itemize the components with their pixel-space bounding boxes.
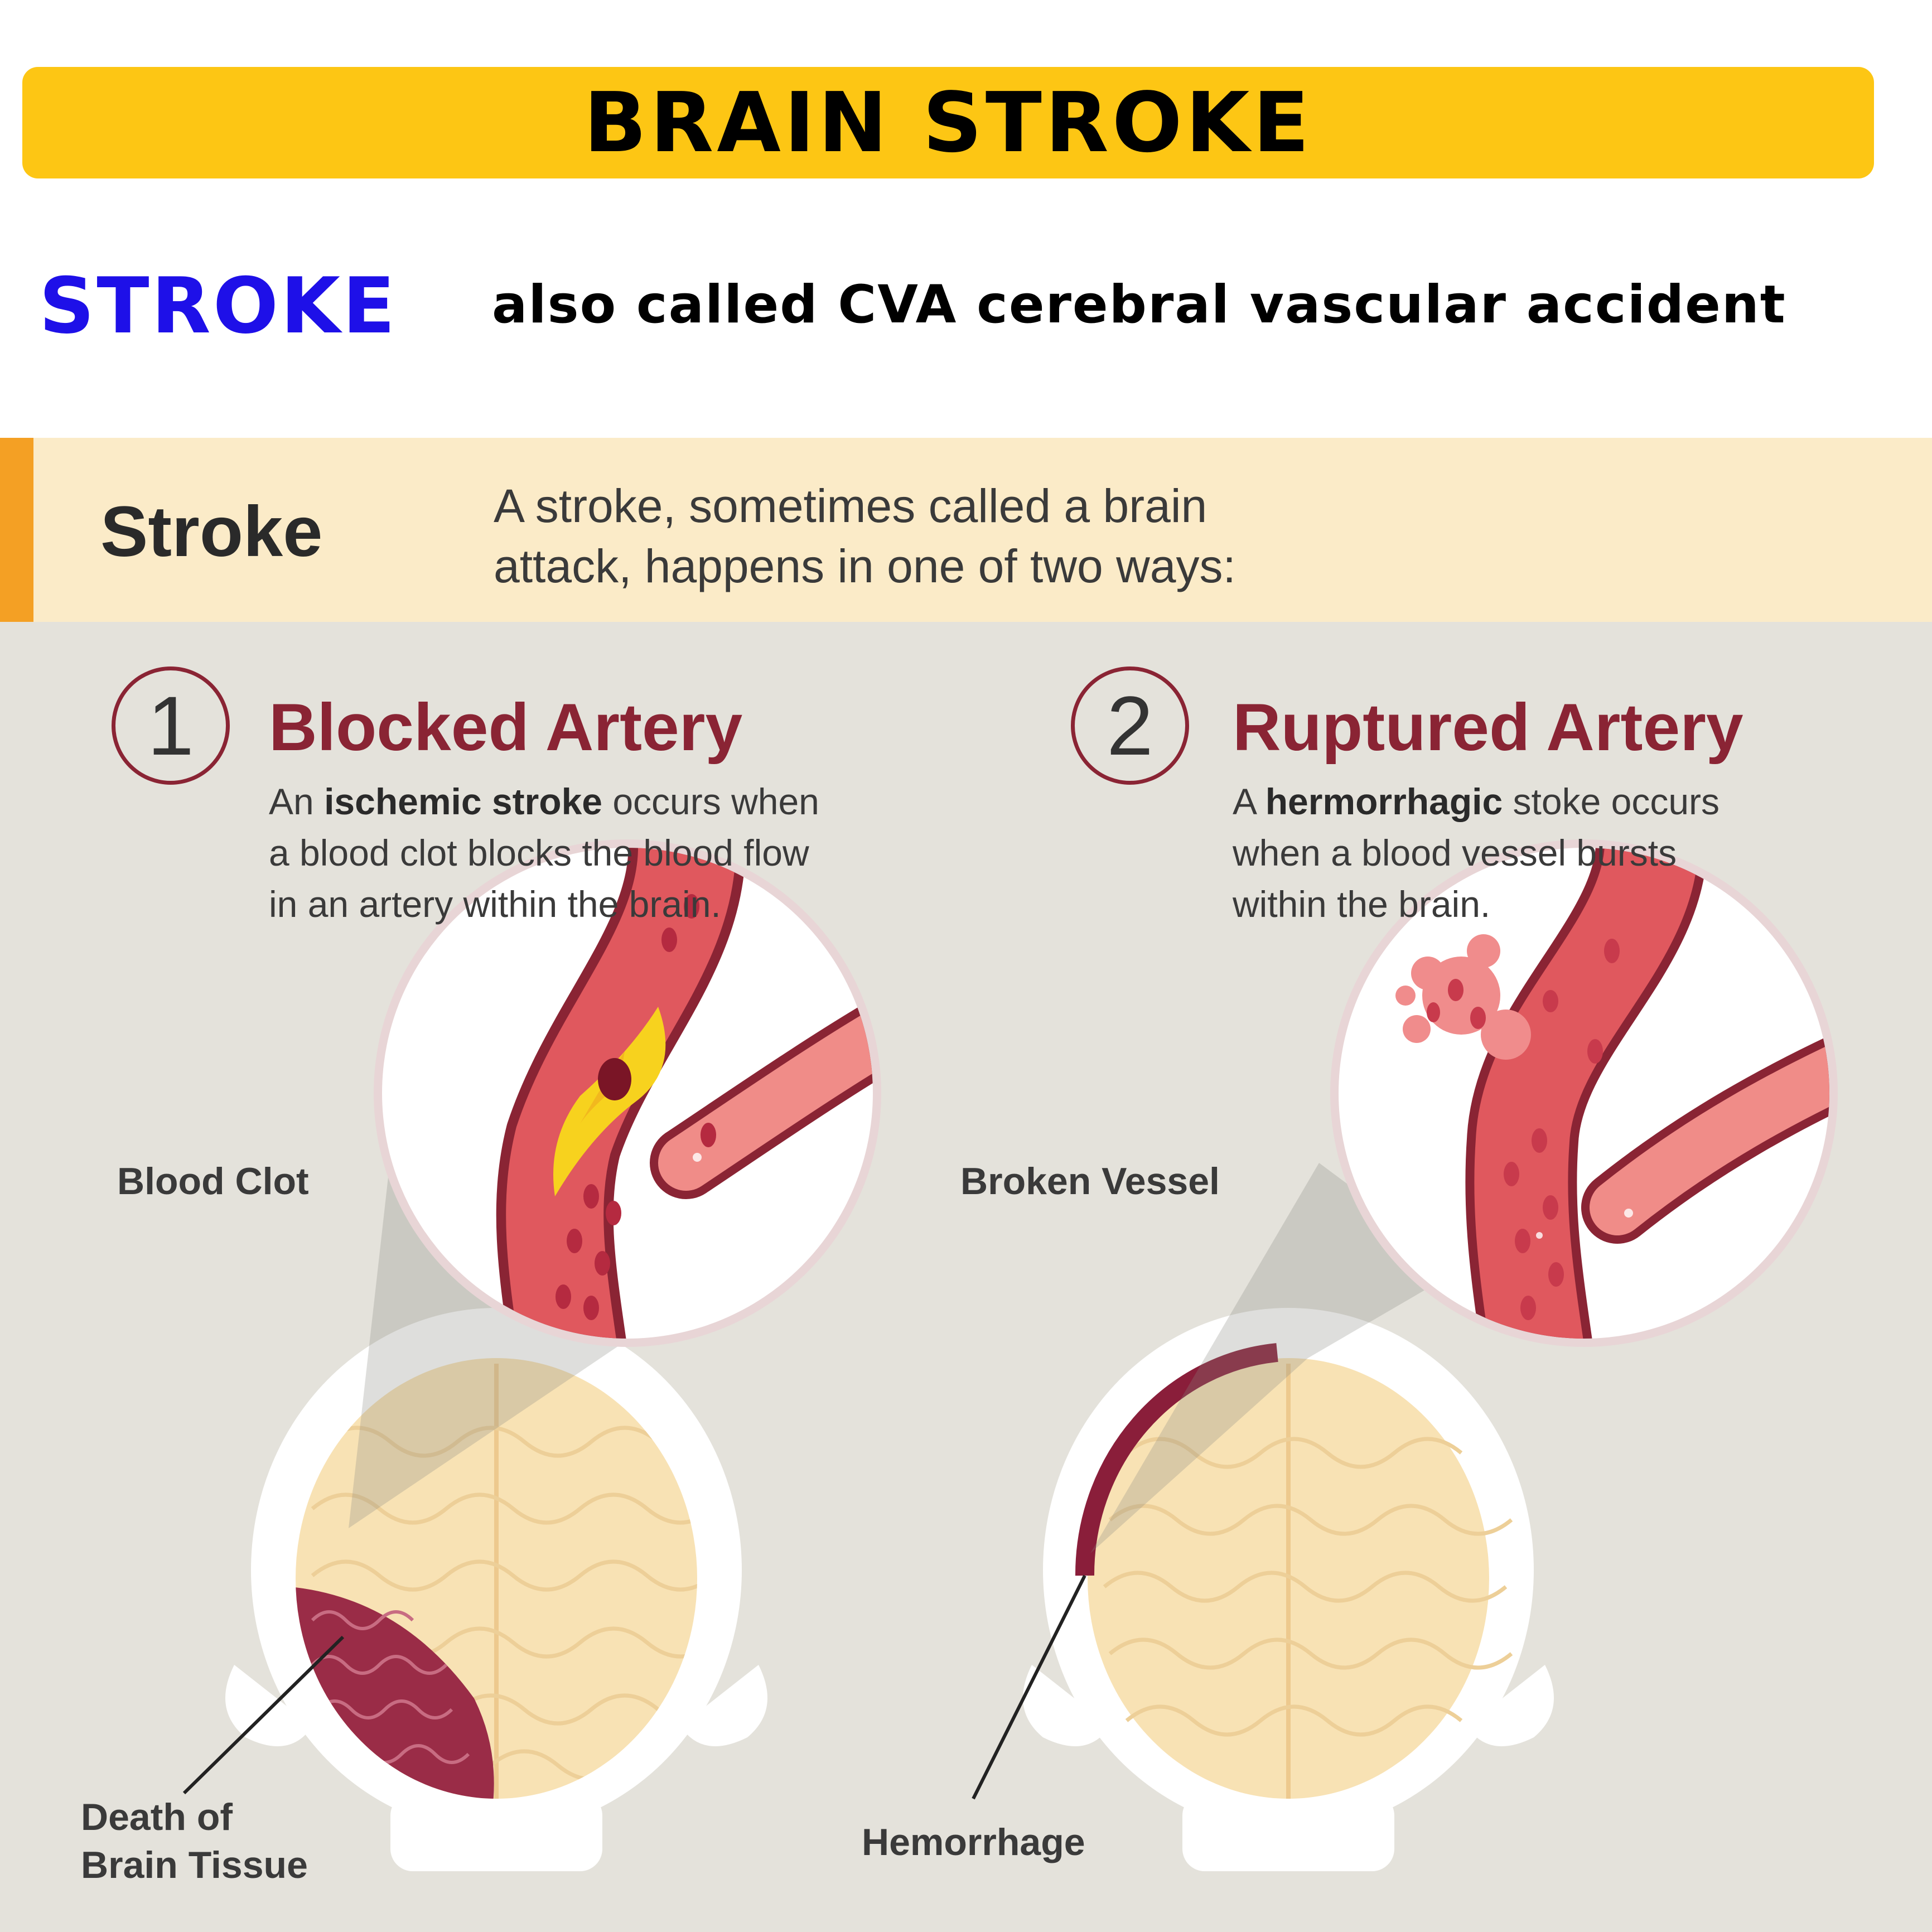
desc-post: occurs when: [602, 781, 819, 822]
term-label: STROKE: [39, 261, 398, 351]
desc-line-2: when a blood vessel bursts: [1233, 832, 1677, 873]
infographic-panel: Stroke A stroke, sometimes called a brai…: [0, 438, 1932, 1932]
type-title-blocked-artery: Blocked Artery: [269, 690, 743, 765]
intro-band: Stroke A stroke, sometimes called a brai…: [0, 438, 1932, 622]
broken-vessel-zoom: [1395, 848, 1829, 1339]
intro-text: A stroke, sometimes called a brain attac…: [494, 476, 1776, 596]
type-desc-hemorrhagic: A hermorrhagic stoke occurs when a blood…: [1233, 776, 1919, 930]
ruptured-artery-illustration: [1023, 839, 1838, 1871]
intro-title: Stroke: [100, 492, 323, 572]
desc-post: stoke occurs: [1503, 781, 1720, 822]
intro-text-line-2: attack, happens in one of two ways:: [494, 540, 1236, 592]
type-desc-ischemic: An ischemic stroke occurs when a blood c…: [269, 776, 1050, 930]
blood-clot-zoom: [496, 848, 873, 1339]
label-line-1: Death of: [81, 1796, 233, 1838]
desc-line-3: in an artery within the brain.: [269, 883, 721, 925]
desc-line-3: within the brain.: [1233, 883, 1491, 925]
hemorrhage-arc: [1075, 1343, 1278, 1576]
label-death-of-brain-tissue: Death of Brain Tissue: [81, 1793, 308, 1889]
term-definition: also called CVA cerebral vascular accide…: [492, 274, 1786, 335]
desc-pre: A: [1233, 781, 1266, 822]
brain-2: [1075, 1343, 1513, 1799]
label-hemorrhage: Hemorrhage: [862, 1821, 1085, 1863]
intro-text-line-1: A stroke, sometimes called a brain: [494, 480, 1208, 532]
desc-pre: An: [269, 781, 325, 822]
stroke-illustration: [182, 839, 1838, 1871]
page-title: BRAIN STROKE: [583, 75, 1313, 171]
type-title-ruptured-artery: Ruptured Artery: [1233, 690, 1743, 765]
label-blood-clot: Blood Clot: [117, 1160, 309, 1202]
desc-bold-term: ischemic stroke: [324, 781, 603, 822]
step-number-2: 2: [1071, 666, 1189, 785]
death-tissue-pointer: [182, 1635, 345, 1795]
label-broken-vessel: Broken Vessel: [960, 1160, 1220, 1202]
desc-bold-term: hermorrhagic: [1265, 781, 1503, 822]
step-number-1: 1: [112, 666, 230, 785]
label-line-2: Brain Tissue: [81, 1844, 308, 1886]
intro-accent-bar: [0, 438, 33, 622]
blocked-artery-illustration: [225, 839, 881, 1871]
header-banner: BRAIN STROKE: [22, 67, 1874, 178]
desc-line-2: a blood clot blocks the blood flow: [269, 832, 809, 873]
hemorrhage-pointer: [972, 1574, 1086, 1800]
